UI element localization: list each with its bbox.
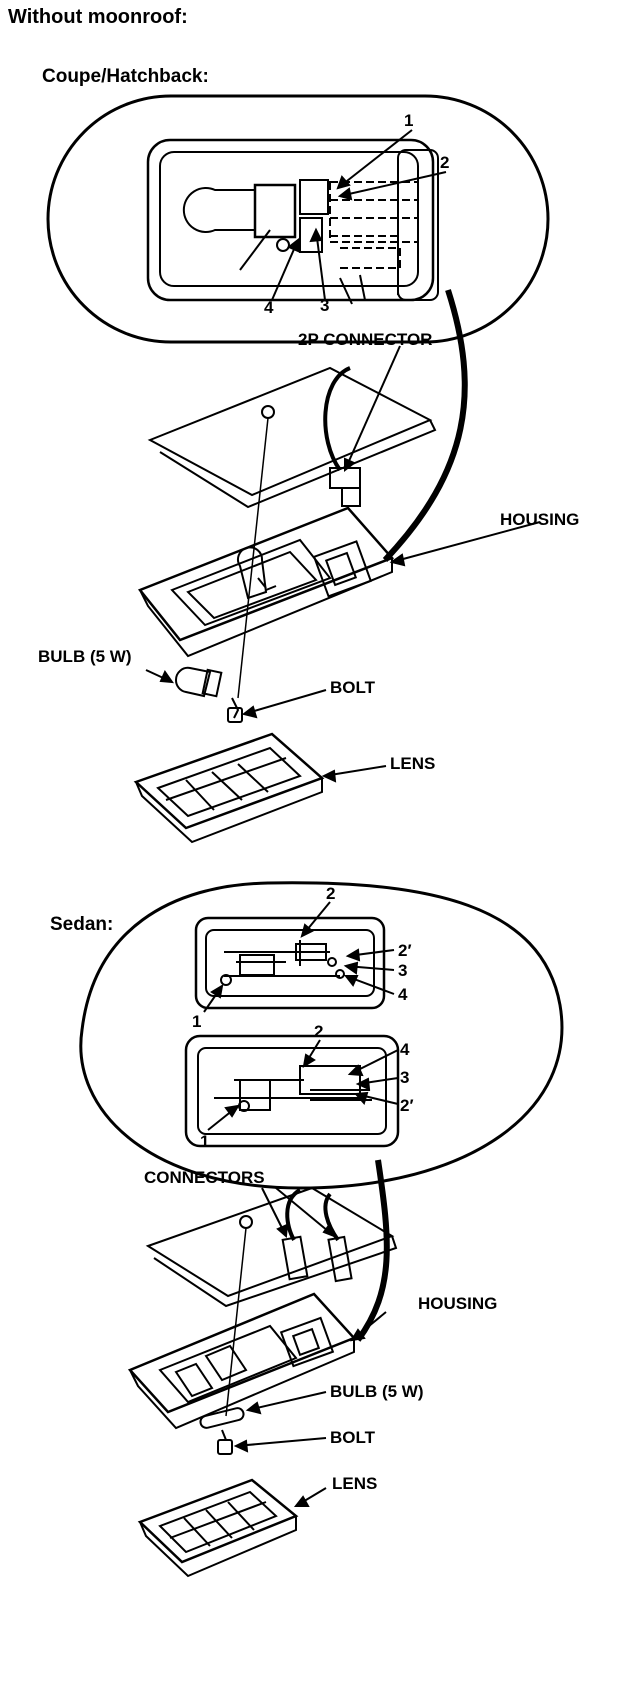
- sedan-lens-label: LENS: [332, 1474, 378, 1493]
- sedan-bottom-callout-1: 1: [200, 1132, 210, 1151]
- coupe-subheading: Coupe/Hatchback:: [42, 66, 209, 87]
- sedan-housing-label: HOUSING: [418, 1294, 498, 1313]
- sedan-top-callout-2: 2: [326, 884, 336, 903]
- coupe-bulb: [176, 668, 221, 696]
- coupe-callout-4: 4: [264, 298, 274, 317]
- coupe-bolt: [228, 698, 242, 722]
- coupe-callout-1: 1: [404, 111, 414, 130]
- sedan-leader-swoop: [358, 1160, 387, 1340]
- coupe-bolt-label: BOLT: [330, 678, 376, 697]
- sedan-top-callout-3: 3: [398, 961, 408, 980]
- sedan-housing: [130, 1294, 354, 1428]
- sedan-subheading: Sedan:: [50, 914, 114, 935]
- sedan-top-callout-1: 1: [192, 1012, 202, 1031]
- sedan-bolt: [218, 1430, 232, 1454]
- sedan-connectors-label: CONNECTORS: [144, 1168, 265, 1187]
- sedan-bolt-label: BOLT: [330, 1428, 376, 1447]
- coupe-leader-swoop: [385, 290, 465, 560]
- coupe-callout-3: 3: [320, 296, 330, 315]
- coupe-callout-arrows: [272, 130, 446, 300]
- sedan-bottom-callout-2prime: 2′: [400, 1096, 414, 1115]
- coupe-housing: [140, 508, 392, 656]
- sedan-top-callout-2prime: 2′: [398, 941, 412, 960]
- coupe-callout-2: 2: [440, 153, 450, 172]
- coupe-roof-panel: [150, 368, 435, 507]
- sedan-bottom-callout-4: 4: [400, 1040, 410, 1059]
- sedan-roof-panel: [148, 1188, 396, 1306]
- coupe-connector-label: 2P CONNECTOR: [298, 330, 433, 349]
- page-heading: Without moonroof:: [8, 6, 188, 28]
- coupe-detail-bubble: [48, 96, 548, 342]
- sedan-callout-arrows: [204, 902, 398, 1130]
- coupe-lens: [136, 734, 322, 842]
- sedan-bottom-callout-2: 2: [314, 1022, 324, 1041]
- coupe-lens-label: LENS: [390, 754, 436, 773]
- coupe-housing-label: HOUSING: [500, 510, 580, 529]
- sedan-bottom-callout-3: 3: [400, 1068, 410, 1087]
- coupe-bulb-label: BULB (5 W): [38, 647, 132, 666]
- sedan-bulb-label: BULB (5 W): [330, 1382, 424, 1401]
- sedan-lens: [140, 1480, 296, 1576]
- sedan-bulb: [199, 1407, 245, 1429]
- sedan-top-callout-4: 4: [398, 985, 408, 1004]
- sedan-detail-bubble: [81, 883, 562, 1188]
